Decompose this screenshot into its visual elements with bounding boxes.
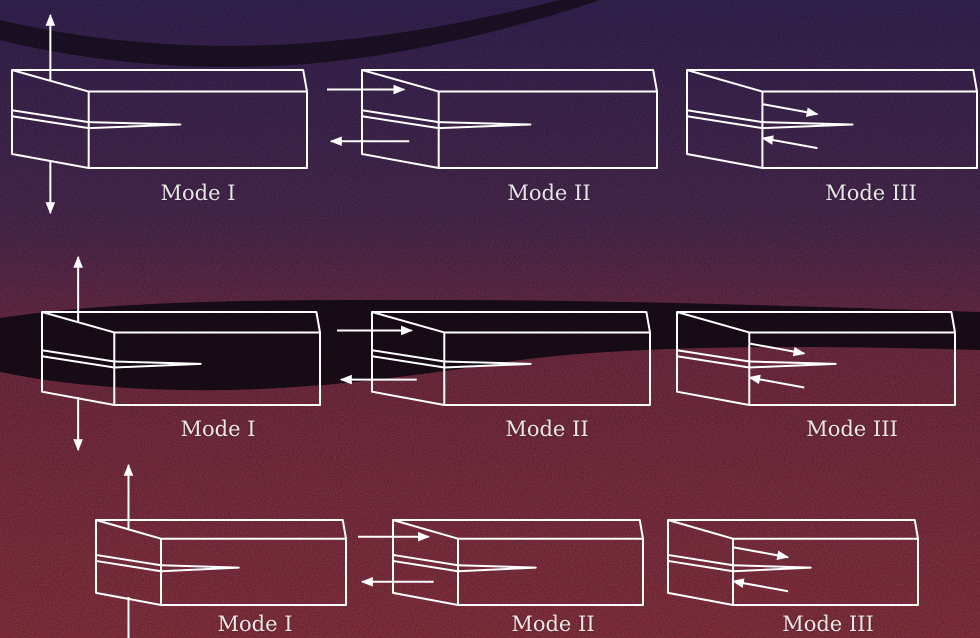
block-row3-mode-i-slit-lower bbox=[95, 559, 162, 573]
block-row2-mode-i-outline bbox=[41, 311, 321, 406]
block-row1-mode-iii-crack-wedge bbox=[762, 121, 854, 130]
block-row1-mode-ii-slit-upper bbox=[361, 109, 439, 124]
block-row1-mode-ii-crack-wedge bbox=[438, 121, 532, 130]
block-row2-mode-iii-outline bbox=[676, 311, 956, 406]
block-row2-mode-iii bbox=[676, 311, 956, 406]
label-row2-mode-ii: Mode II bbox=[505, 417, 589, 441]
block-row3-mode-ii-crack-wedge bbox=[457, 564, 537, 573]
block-row2-mode-ii-slit-upper bbox=[371, 349, 445, 363]
block-row3-mode-ii-outline bbox=[392, 519, 644, 606]
block-row2-mode-i-slit-lower bbox=[41, 355, 115, 369]
block-row3-mode-iii-outline bbox=[667, 519, 919, 606]
label-row3-mode-ii: Mode II bbox=[511, 612, 595, 636]
block-row3-mode-i-crack-wedge bbox=[160, 564, 240, 573]
block-row1-mode-ii-slit-lower bbox=[361, 115, 439, 130]
block-row2-mode-i-slit-upper bbox=[41, 349, 115, 363]
block-row3-mode-iii-slit-upper bbox=[667, 553, 734, 567]
block-row2-mode-ii-crack-wedge bbox=[444, 360, 532, 369]
block-row2-mode-iii-crack-wedge bbox=[749, 360, 837, 369]
block-row3-mode-iii-arrow-in bbox=[732, 546, 790, 561]
block-row1-mode-ii-outline bbox=[361, 69, 658, 169]
block-row1-mode-i bbox=[11, 69, 308, 169]
block-row1-mode-iii-slit-lower bbox=[686, 115, 763, 130]
block-row3-mode-iii-arrow-out bbox=[731, 578, 789, 593]
label-row2-mode-iii: Mode III bbox=[806, 417, 898, 441]
block-row1-mode-iii-arrow-in bbox=[762, 103, 819, 117]
block-row3-mode-iii-crack-wedge bbox=[732, 564, 812, 573]
block-row3-mode-ii-slit-upper bbox=[392, 553, 459, 567]
block-row3-mode-iii bbox=[667, 519, 919, 606]
block-row1-mode-i-slit-lower bbox=[11, 115, 89, 130]
block-row2-mode-i bbox=[41, 311, 321, 406]
block-row1-mode-i-crack-wedge bbox=[88, 121, 182, 130]
block-row2-mode-iii-slit-lower bbox=[676, 355, 750, 369]
block-row1-mode-iii-slit-upper bbox=[686, 109, 763, 124]
block-row2-mode-ii bbox=[371, 311, 651, 406]
block-row3-mode-iii-slit-lower bbox=[667, 559, 734, 573]
label-row1-mode-ii: Mode II bbox=[507, 181, 591, 205]
block-row3-mode-i bbox=[95, 519, 347, 606]
block-row2-mode-iii-arrow-out bbox=[748, 374, 805, 389]
block-row2-mode-iii-arrow-in bbox=[749, 342, 806, 357]
label-row3-mode-iii: Mode III bbox=[782, 612, 874, 636]
block-row3-mode-ii-slit-lower bbox=[392, 559, 459, 573]
block-row2-mode-ii-outline bbox=[371, 311, 651, 406]
block-row3-mode-i-slit-upper bbox=[95, 553, 162, 567]
label-row1-mode-iii: Mode III bbox=[825, 181, 917, 205]
block-row2-mode-i-crack-wedge bbox=[114, 360, 202, 369]
block-row1-mode-i-outline bbox=[11, 69, 308, 169]
block-row1-mode-iii-outline bbox=[686, 69, 978, 169]
block-row3-mode-ii bbox=[392, 519, 644, 606]
block-row2-mode-ii-slit-lower bbox=[371, 355, 445, 369]
label-row1-mode-i: Mode I bbox=[160, 181, 236, 205]
block-row1-mode-ii bbox=[361, 69, 658, 169]
specimen-blocks bbox=[11, 13, 978, 638]
label-row3-mode-i: Mode I bbox=[217, 612, 293, 636]
block-row3-mode-i-outline bbox=[95, 519, 347, 606]
label-row2-mode-i: Mode I bbox=[180, 417, 256, 441]
block-row1-mode-i-slit-upper bbox=[11, 109, 89, 124]
block-row2-mode-iii-slit-upper bbox=[676, 349, 750, 363]
block-row1-mode-iii-arrow-out bbox=[761, 135, 818, 150]
